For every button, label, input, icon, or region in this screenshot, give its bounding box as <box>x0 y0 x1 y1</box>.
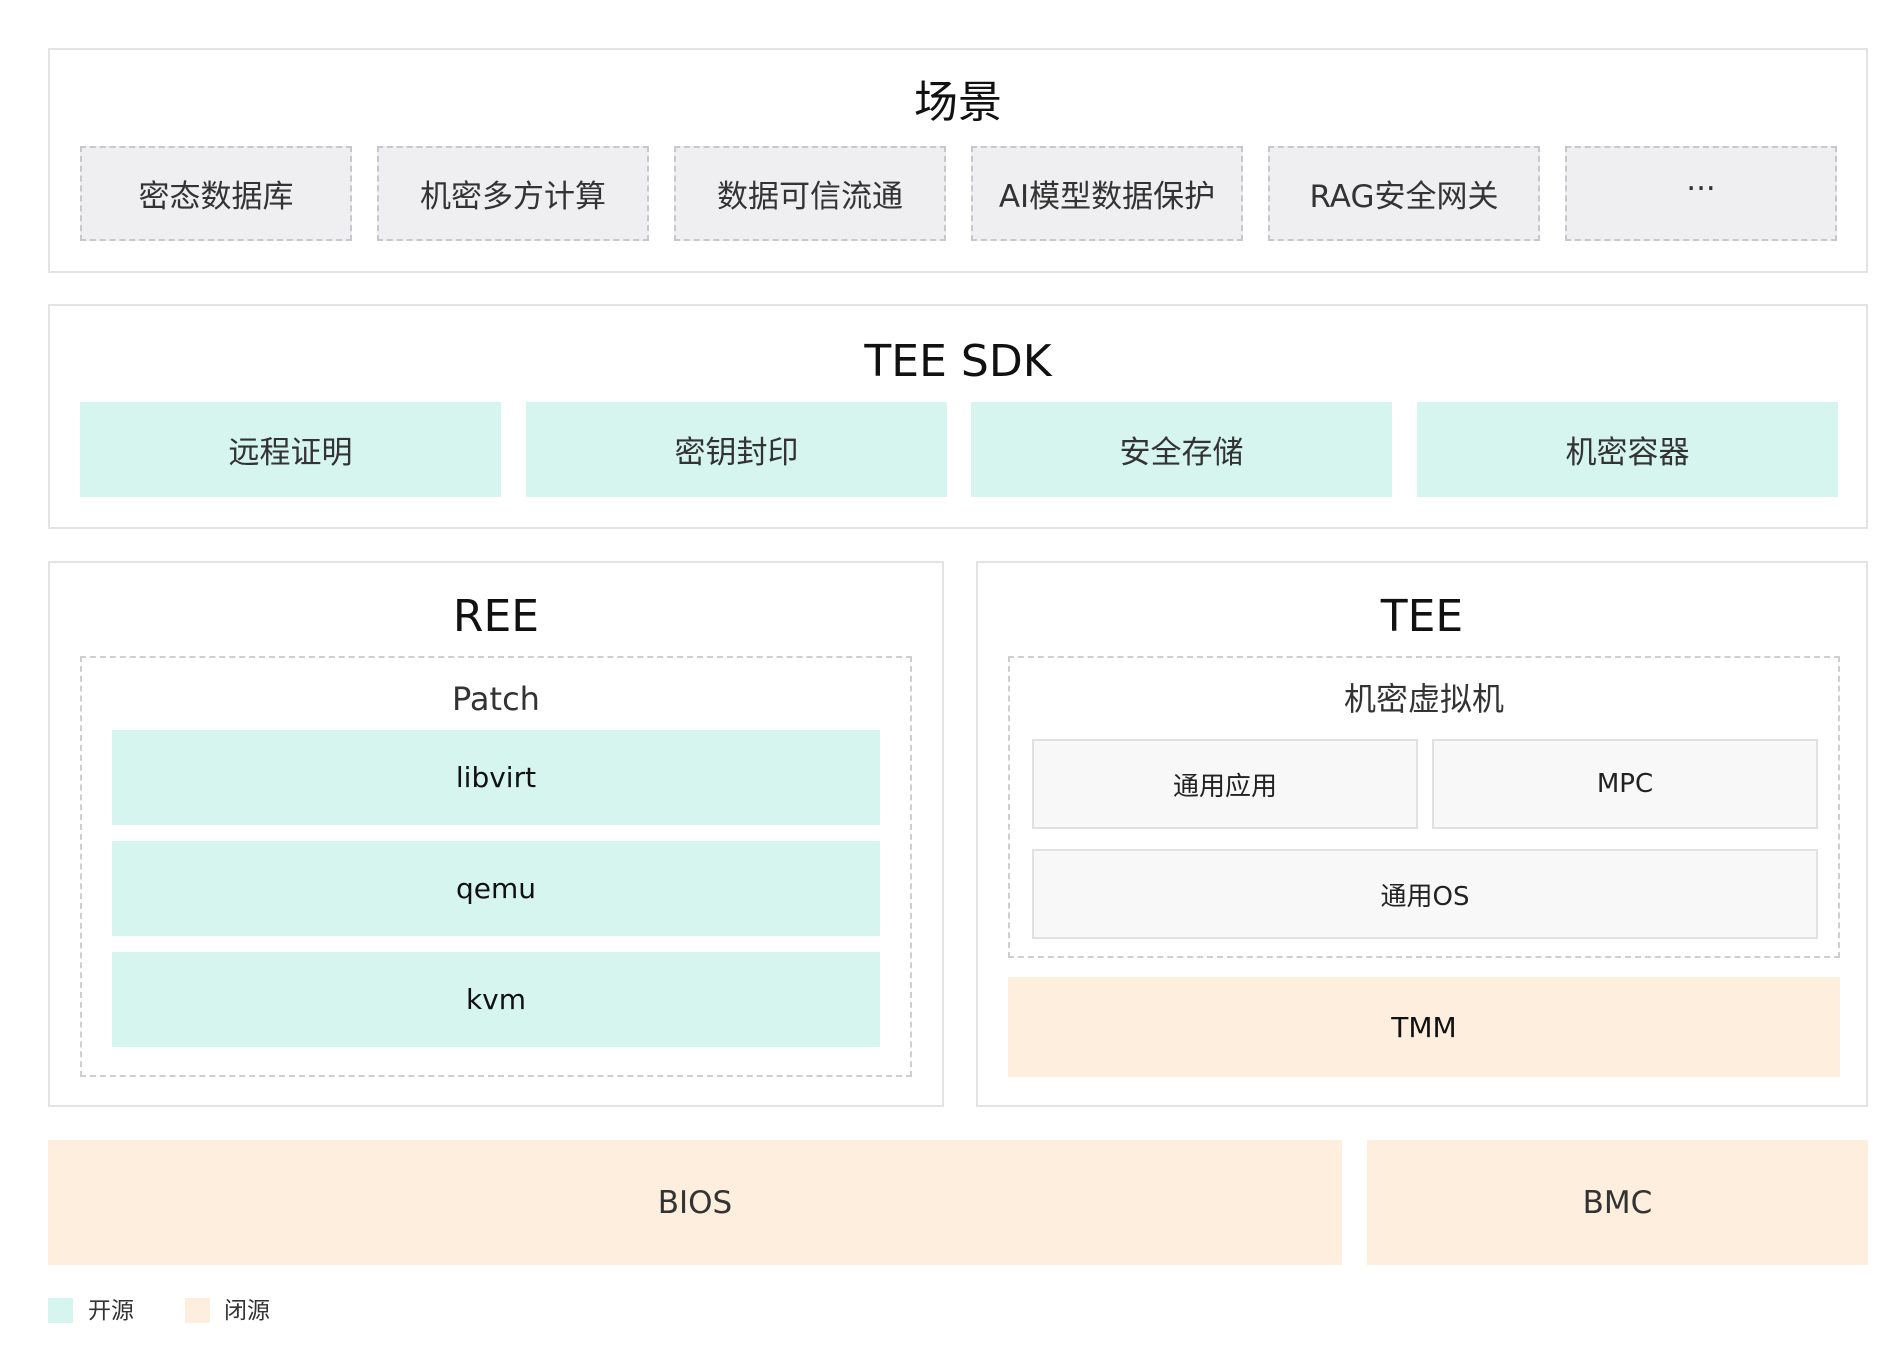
ree-stack-item: libvirt <box>112 730 880 825</box>
confidential-vm-title: 机密虚拟机 <box>1343 680 1504 718</box>
scenario-item: RAG安全网关 <box>1268 146 1540 241</box>
sdk-layer-title: TEE SDK <box>864 336 1052 387</box>
legend-closed-label: 闭源 <box>224 1298 270 1324</box>
sdk-item: 密钥封印 <box>526 402 947 497</box>
sdk-item: 机密容器 <box>1417 402 1838 497</box>
sdk-item: 安全存储 <box>971 402 1392 497</box>
sdk-item: 远程证明 <box>80 402 501 497</box>
scenario-item: 机密多方计算 <box>377 146 649 241</box>
mpc-box: MPC <box>1432 739 1818 829</box>
scenario-item-more: ··· <box>1565 146 1837 241</box>
tmm-box: TMM <box>1008 977 1840 1077</box>
legend-open-swatch <box>48 1298 73 1323</box>
patch-group-title: Patch <box>452 680 540 718</box>
scenario-item: 密态数据库 <box>80 146 352 241</box>
tee-layer-title: TEE <box>1380 591 1464 642</box>
bios-box: BIOS <box>48 1140 1342 1265</box>
legend-open-label: 开源 <box>88 1298 134 1324</box>
legend-closed-swatch <box>185 1298 210 1323</box>
patch-group: Patch libvirt qemu kvm <box>80 656 912 1077</box>
ree-stack-item: qemu <box>112 841 880 936</box>
ree-layer-title: REE <box>452 591 540 642</box>
scenario-layer: 场景 密态数据库 机密多方计算 数据可信流通 AI模型数据保护 RAG安全网关 … <box>48 48 1868 273</box>
confidential-vm-group: 机密虚拟机 通用应用 MPC 通用OS <box>1008 656 1840 958</box>
tee-layer: TEE 机密虚拟机 通用应用 MPC 通用OS TMM <box>976 561 1868 1107</box>
general-app-box: 通用应用 <box>1032 739 1418 829</box>
general-os-box: 通用OS <box>1032 849 1818 939</box>
sdk-layer: TEE SDK 远程证明 密钥封印 安全存储 机密容器 <box>48 304 1868 529</box>
scenario-layer-title: 场景 <box>914 77 1002 128</box>
bmc-box: BMC <box>1367 1140 1868 1265</box>
scenario-item: 数据可信流通 <box>674 146 946 241</box>
ree-layer: REE Patch libvirt qemu kvm <box>48 561 944 1107</box>
scenario-item: AI模型数据保护 <box>971 146 1243 241</box>
ree-stack-item: kvm <box>112 952 880 1047</box>
